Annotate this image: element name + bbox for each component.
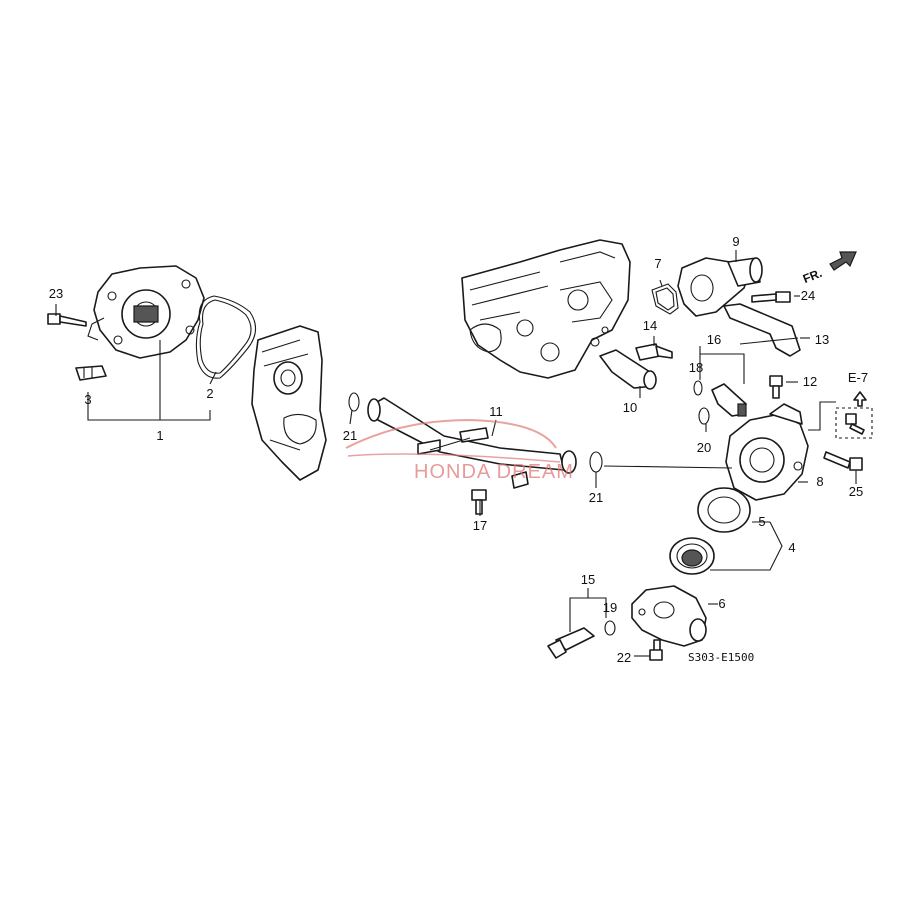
callout-14: 14 [643,318,657,333]
bolt-23 [47,313,87,327]
honda-dream-watermark: HONDA DREAM [345,418,574,483]
sensor-16 [711,383,747,417]
callout-6: 6 [718,596,725,611]
callout-12: 12 [803,374,817,389]
e7-reference-bolt [835,391,873,439]
callout-21-right: 21 [589,490,603,505]
connecting-pipe-10 [599,349,657,390]
engine-block-lower [251,325,327,481]
callout-17: 17 [473,518,487,533]
callout-15: 15 [581,572,595,587]
gasket-7 [651,283,679,315]
bolt-12 [769,375,783,399]
callout-23: 23 [49,286,63,301]
bolt-25 [823,451,863,471]
callout-21-left: 21 [343,428,357,443]
water-pump-gasket [195,295,257,379]
water-outlet-9 [677,257,763,317]
washer-18 [693,380,703,396]
callout-7: 7 [654,256,661,271]
engine-block-upper [461,239,631,379]
o-ring-21-left [348,392,360,412]
callout-1: 1 [156,428,163,443]
callout-19: 19 [603,600,617,615]
water-pipe [367,397,577,489]
thermostat-gasket-5 [697,487,751,533]
bolt-22 [649,639,663,661]
water-pump-gasket-inner [199,299,252,374]
front-direction-arrow: FR. [801,251,857,286]
o-ring-21-right [589,451,603,473]
callout-20: 20 [697,440,711,455]
gasket-7-inner [655,287,675,311]
washer-20 [698,407,710,425]
diagram-code: S303-E1500 [688,651,754,664]
thermostat-housing-8 [725,403,809,501]
thermostat-4 [669,537,715,575]
leader-lines [55,250,857,657]
callout-18: 18 [689,360,703,375]
callout-5: 5 [758,514,765,529]
callout-2: 2 [206,386,213,401]
callout-13: 13 [815,332,829,347]
callout-22: 22 [617,650,631,665]
washer-19 [604,620,616,636]
callout-24: 24 [801,288,815,303]
bolt-17 [471,489,487,515]
callout-8: 8 [816,474,823,489]
sensor-15 [547,627,595,659]
callout-25: 25 [849,484,863,499]
thermostat-cover-6 [631,585,707,647]
sensor-14 [635,343,673,361]
bracket-13 [723,303,801,357]
callout-3: 3 [84,392,91,407]
pump-cover-3 [75,365,107,381]
callout-16: 16 [707,332,721,347]
callout-11: 11 [489,404,503,419]
callout-4: 4 [788,540,795,555]
callouts: 23 3 1 2 21 11 17 21 7 9 24 14 13 16 18 … [49,234,868,665]
water-pump [87,265,205,359]
callout-9: 9 [732,234,739,249]
callout-10: 10 [623,400,637,415]
bolt-24 [751,291,791,303]
front-label: FR. [801,266,824,286]
e7-reference: E-7 [848,370,868,385]
watermark-text: HONDA DREAM [414,461,574,483]
